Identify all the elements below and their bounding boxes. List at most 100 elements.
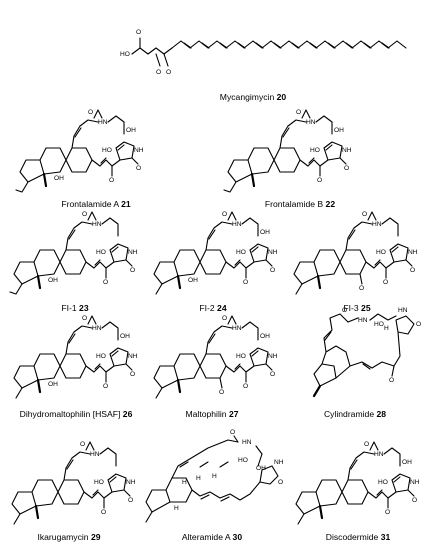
- tetramic-acid-ring: [109, 347, 129, 367]
- cyclohexane-ring: [165, 477, 193, 503]
- macrocycle-chain-top: [63, 451, 91, 481]
- atom-label: NH: [274, 459, 284, 466]
- tetramic-acid-ring: [391, 473, 411, 493]
- atom-label: O: [317, 177, 322, 184]
- atom-label: O: [344, 165, 349, 172]
- amide-carbonyl: [85, 441, 95, 451]
- macrocycle-chain-bottom: [225, 261, 255, 269]
- atom-label: HN: [232, 325, 242, 332]
- atom-label: HN: [372, 221, 382, 228]
- atom-label: O: [270, 371, 275, 378]
- double-bond: [92, 489, 99, 496]
- ethyl-group: [13, 513, 21, 525]
- side-chain: [107, 115, 125, 135]
- macrocycle-chain-top: [65, 325, 93, 355]
- atom-label: HN: [358, 317, 368, 324]
- cyclohexane-ring-2: [339, 249, 367, 275]
- cyclopentane-ring: [11, 491, 37, 515]
- atom-label: O: [389, 377, 394, 384]
- double-bond: [117, 144, 125, 151]
- cyclopentane-ring: [295, 491, 321, 515]
- double-bond: [94, 259, 101, 266]
- cyclohexane-ring-2: [341, 479, 369, 505]
- caption-fi-3: FI-3 25: [343, 303, 371, 313]
- caption-frontalamide-b: Frontalamide B 22: [264, 199, 336, 209]
- tetramic-acid-ring: [249, 243, 269, 263]
- methyl-bond: [36, 274, 42, 290]
- double-bond: [68, 229, 76, 240]
- atom-label: NH: [342, 147, 352, 154]
- atom-label: OH: [188, 277, 198, 284]
- cyclohexane-ring-2: [273, 147, 301, 173]
- double-bond: [381, 42, 390, 49]
- atom-label: O: [416, 321, 421, 328]
- cyclopentane-ring: [13, 365, 39, 389]
- atom-label: HO: [376, 249, 386, 256]
- double-bond: [237, 42, 246, 49]
- amide-carbonyl: [87, 211, 97, 221]
- cyclopentane-ring: [13, 261, 39, 285]
- cyclohexane-ring-1: [173, 353, 201, 381]
- atom-label: HO: [120, 51, 130, 58]
- atom-label: OH: [334, 127, 344, 134]
- amide-carbonyl: [233, 435, 239, 443]
- methyl-bond: [176, 378, 182, 394]
- double-bond: [94, 363, 101, 370]
- double-bond: [273, 42, 282, 49]
- tetramic-acid-ring: [109, 243, 129, 263]
- atom-label: OH: [260, 333, 270, 340]
- atom-label: O: [136, 29, 141, 36]
- cyclohexane-ring-1: [39, 147, 67, 175]
- carbonyl: [339, 157, 347, 165]
- peroxide-bonds: [155, 53, 169, 67]
- ring-ketone: [359, 273, 363, 285]
- atom-label: HN: [242, 439, 252, 446]
- atom-label: H: [174, 505, 179, 512]
- atom-label: H: [196, 475, 201, 482]
- macrocycle-chain-bottom: [225, 365, 255, 373]
- ethyl-group: [155, 387, 163, 399]
- double-bond: [109, 476, 117, 483]
- atom-label: O: [230, 429, 235, 436]
- macrocycle-chain-bottom: [299, 159, 329, 167]
- polyene-top: [171, 439, 239, 479]
- atom-label: HO: [96, 249, 106, 256]
- double-bond: [308, 157, 315, 164]
- atom-label: O: [130, 371, 135, 378]
- tetramic-acid-ring: [115, 141, 135, 161]
- atom-label: O: [103, 279, 108, 286]
- double-bond: [208, 229, 216, 240]
- macrocycle-chain-top: [205, 325, 233, 355]
- caption-mycangimycin: Mycangimycin 20: [219, 92, 287, 102]
- atom-label: HO: [238, 457, 248, 464]
- double-bond: [362, 363, 371, 370]
- cyclohexane-ring-2: [65, 147, 93, 173]
- atom-label: HN: [398, 307, 408, 314]
- atom-label: O: [383, 279, 388, 286]
- atom-label: O: [222, 315, 227, 322]
- cyclohexane-ring-2: [59, 353, 87, 379]
- atom-label: OH: [260, 229, 270, 236]
- double-bond: [363, 42, 372, 49]
- atom-label: O: [130, 267, 135, 274]
- atom-label: OH: [126, 127, 136, 134]
- atom-label: HN: [306, 119, 316, 126]
- ring-ketone: [219, 377, 223, 389]
- double-bond: [179, 461, 189, 468]
- macrocycle-chain-bottom: [365, 261, 395, 269]
- double-bond: [327, 42, 336, 49]
- macrocycle-chain-top: [279, 119, 307, 149]
- double-bond: [376, 489, 383, 496]
- side-chain: [99, 447, 117, 467]
- methyl-bond: [250, 172, 256, 188]
- methyl-bond: [316, 274, 322, 290]
- atom-label: HN: [92, 325, 102, 332]
- caption-cylindramide: Cylindramide 28: [323, 409, 387, 419]
- atom-label: O: [88, 109, 93, 116]
- atom-label: O: [103, 383, 108, 390]
- caption-fi-2: FI-2 24: [199, 303, 227, 313]
- double-bond: [219, 461, 229, 468]
